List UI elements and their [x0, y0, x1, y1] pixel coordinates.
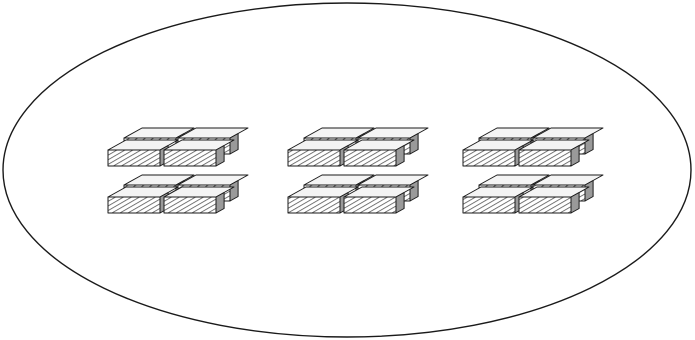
block-front-face [519, 197, 571, 213]
block-front-face [288, 150, 340, 166]
block-front-face [463, 197, 515, 213]
block-group-1 [108, 128, 248, 213]
block-front-face [108, 197, 160, 213]
brick-block-icon [164, 187, 234, 213]
brick-block-icon [519, 187, 589, 213]
block-front-face [164, 150, 216, 166]
block-group-3 [463, 128, 603, 213]
block-group-2 [288, 128, 428, 213]
brick-block-icon [344, 140, 414, 166]
brick-block-icon [164, 140, 234, 166]
block-front-face [344, 150, 396, 166]
brick-block-icon [519, 140, 589, 166]
block-front-face [463, 150, 515, 166]
block-front-face [164, 197, 216, 213]
block-front-face [288, 197, 340, 213]
block-front-face [519, 150, 571, 166]
blocks-layer [108, 128, 603, 213]
block-front-face [108, 150, 160, 166]
block-front-face [344, 197, 396, 213]
enclosure-ellipse [3, 3, 691, 337]
brick-block-icon [344, 187, 414, 213]
